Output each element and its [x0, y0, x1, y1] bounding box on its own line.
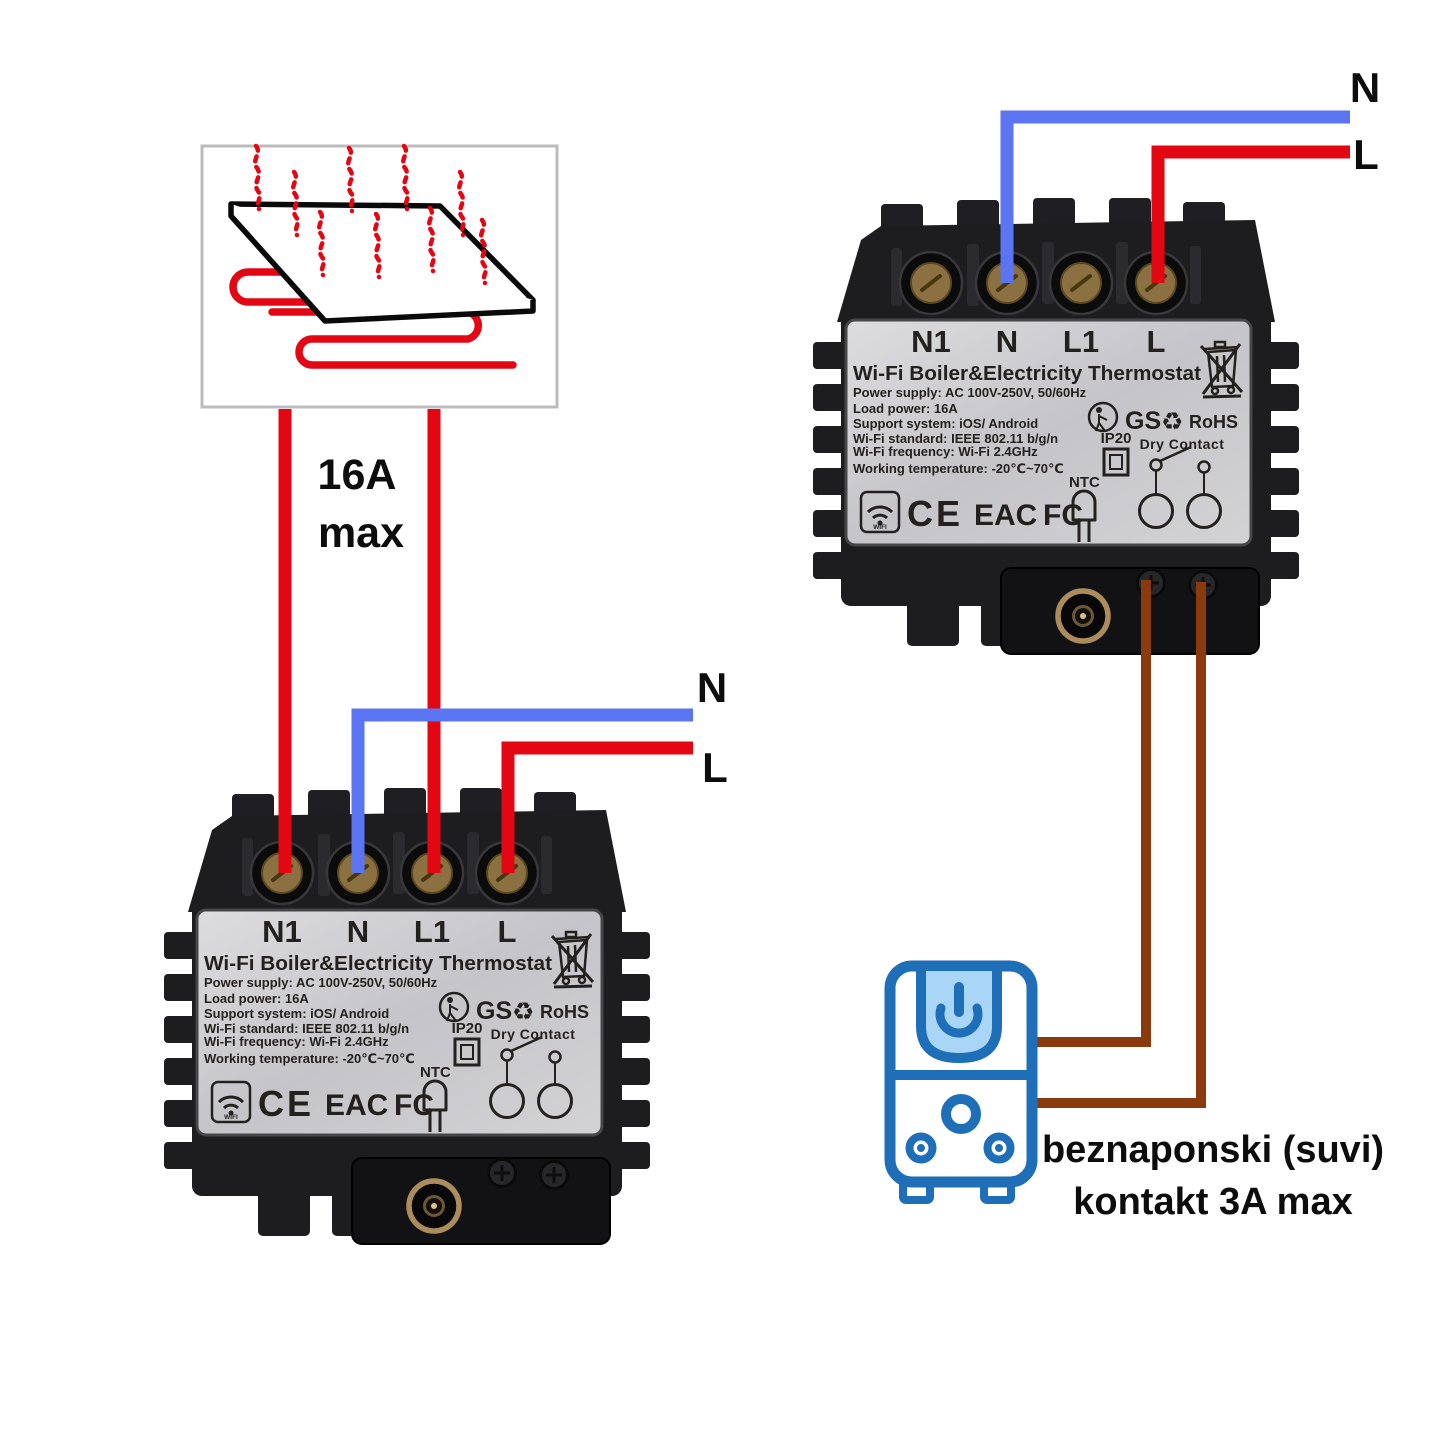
heating-panel — [228, 201, 536, 324]
heat-waves — [252, 143, 488, 286]
heater-rating-line2: max — [318, 509, 404, 557]
dry-contact-caption-line2: kontakt 3A max — [1073, 1181, 1352, 1223]
neutral-label-bottom: N — [697, 664, 727, 711]
socket-feet — [899, 1172, 1015, 1204]
heating-pipe — [229, 268, 517, 369]
live-label-top: L — [1353, 131, 1379, 178]
live-label-bottom: L — [702, 744, 728, 791]
wire-dry-contact-1 — [1030, 580, 1151, 1047]
dry-contact-caption-line1: beznaponski (suvi) — [1042, 1129, 1384, 1171]
wire-live-bottom — [501, 741, 693, 873]
wire-dry-contact-2 — [1030, 582, 1206, 1108]
wire-neutral-bottom — [351, 708, 693, 873]
thermostat-device-top-right — [813, 198, 1299, 654]
heater-rating-line1: 16A — [318, 451, 397, 499]
socket-holes — [905, 1094, 1015, 1164]
power-icon — [935, 982, 983, 1038]
wire-live-top — [1151, 145, 1350, 283]
thermostat-device-bottom-left — [164, 788, 650, 1244]
wire-neutral-top — [1000, 110, 1350, 283]
floor-heating-icon — [200, 143, 559, 409]
neutral-label-top: N — [1350, 64, 1380, 111]
boiler-socket-icon — [884, 960, 1038, 1204]
